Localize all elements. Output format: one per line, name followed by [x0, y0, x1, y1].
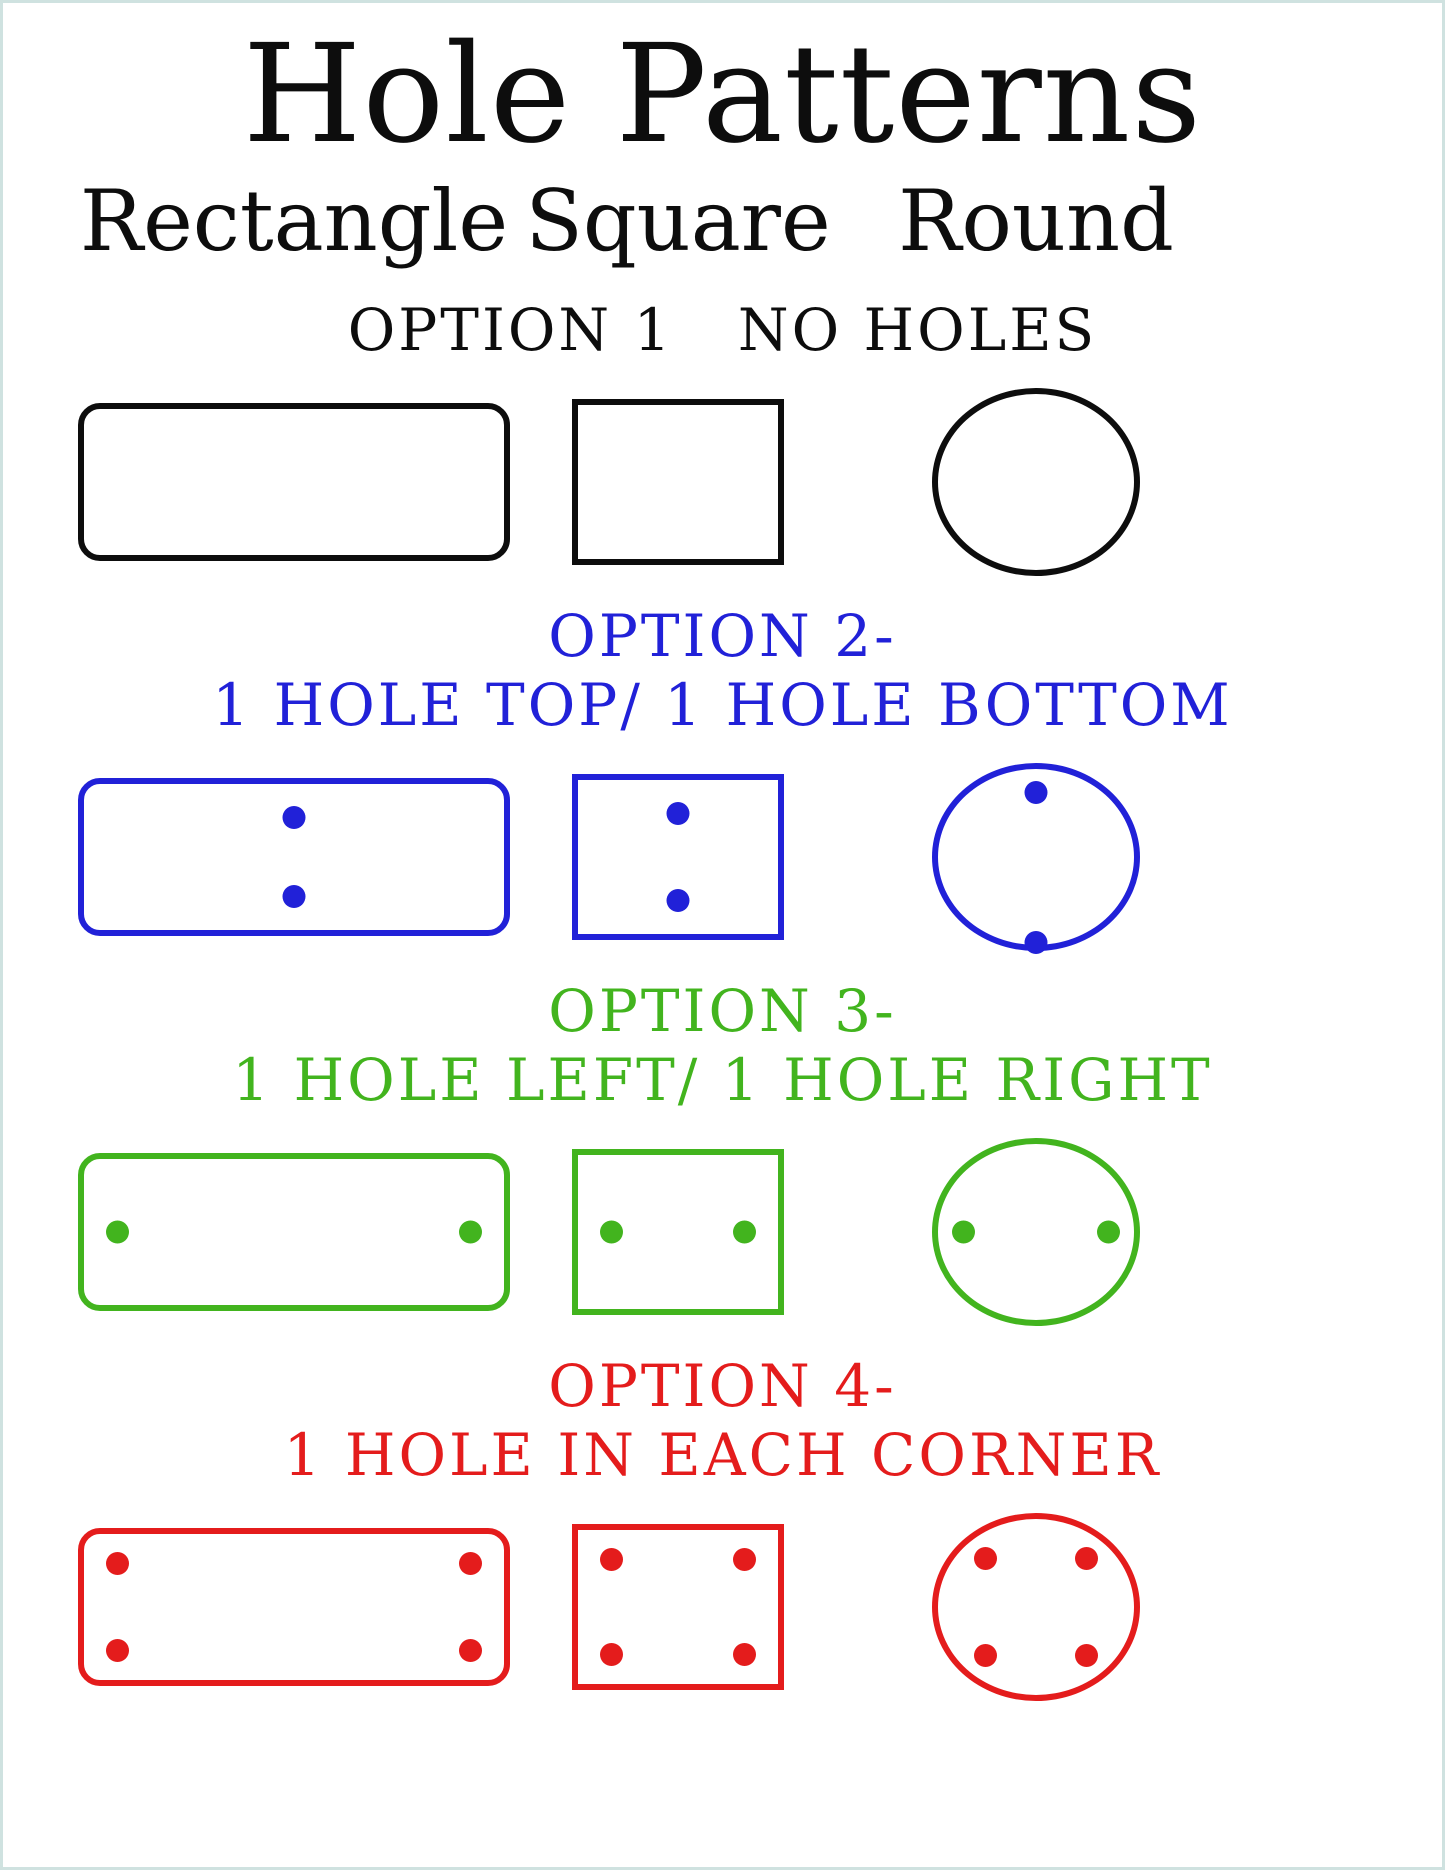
option-1-section: OPTION 1 NO HOLES	[3, 296, 1442, 576]
hole-dot	[282, 884, 306, 908]
hole-dot	[1024, 780, 1048, 804]
rectangle-outline	[78, 1528, 510, 1687]
hole-dot	[1075, 1644, 1098, 1668]
square-outline	[572, 398, 784, 565]
option-4-section: OPTION 4- 1 HOLE IN EACH CORNER	[3, 1351, 1442, 1702]
option-2-subheading: 1 HOLE TOP/ 1 HOLE BOTTOM	[212, 671, 1233, 740]
option-3-heading: OPTION 3-	[548, 976, 897, 1045]
option-4-shape-row	[78, 1513, 1153, 1702]
square-outline	[572, 1524, 784, 1691]
hole-dot	[666, 801, 690, 825]
option-1-heading: OPTION 1 NO HOLES	[347, 295, 1098, 364]
column-header-rectangle: Rectangle	[79, 172, 509, 271]
hole-dot	[106, 1220, 129, 1244]
hole-dot	[666, 888, 690, 912]
option-3-section: OPTION 3- 1 HOLE LEFT/ 1 HOLE RIGHT	[3, 977, 1442, 1326]
circle-outline	[932, 762, 1140, 954]
rectangle-outline	[78, 402, 510, 561]
hole-dot	[106, 1639, 129, 1663]
circle-outline	[932, 1137, 1140, 1326]
hole-dot	[106, 1552, 129, 1576]
hole-dot	[459, 1639, 482, 1663]
hole-dot	[1075, 1547, 1098, 1571]
hole-dot	[733, 1643, 756, 1667]
option-2-heading: OPTION 2-	[548, 601, 897, 670]
rectangle-outline	[78, 777, 510, 936]
circle-outline	[932, 387, 1140, 576]
hole-dot	[600, 1643, 623, 1667]
hole-dot	[1024, 930, 1048, 954]
rectangle-outline	[78, 1152, 510, 1311]
column-header-round: Round	[898, 172, 1174, 271]
hole-dot	[282, 805, 306, 829]
hole-dot	[600, 1220, 623, 1244]
option-4-subheading: 1 HOLE IN EACH CORNER	[283, 1421, 1162, 1490]
hole-dot	[733, 1220, 756, 1244]
option-3-subheading: 1 HOLE LEFT/ 1 HOLE RIGHT	[232, 1046, 1213, 1115]
option-3-shape-row	[78, 1137, 1153, 1326]
hole-dot	[974, 1644, 997, 1668]
hole-dot	[600, 1548, 623, 1572]
square-outline	[572, 1148, 784, 1315]
hole-dot	[459, 1220, 482, 1244]
column-headers: Rectangle Square Round	[78, 172, 1174, 271]
page-title: Hole Patterns	[242, 16, 1203, 174]
option-1-shape-row	[78, 387, 1153, 576]
hole-dot	[733, 1548, 756, 1572]
option-2-shape-row	[78, 762, 1153, 954]
square-outline	[572, 773, 784, 940]
hole-dot	[952, 1220, 975, 1244]
hole-dot	[1097, 1220, 1120, 1244]
hole-dot	[459, 1552, 482, 1576]
option-2-section: OPTION 2- 1 HOLE TOP/ 1 HOLE BOTTOM	[3, 601, 1442, 954]
option-4-heading: OPTION 4-	[548, 1351, 897, 1420]
hole-dot	[974, 1547, 997, 1571]
circle-outline	[932, 1513, 1140, 1702]
column-header-square: Square	[525, 172, 831, 271]
